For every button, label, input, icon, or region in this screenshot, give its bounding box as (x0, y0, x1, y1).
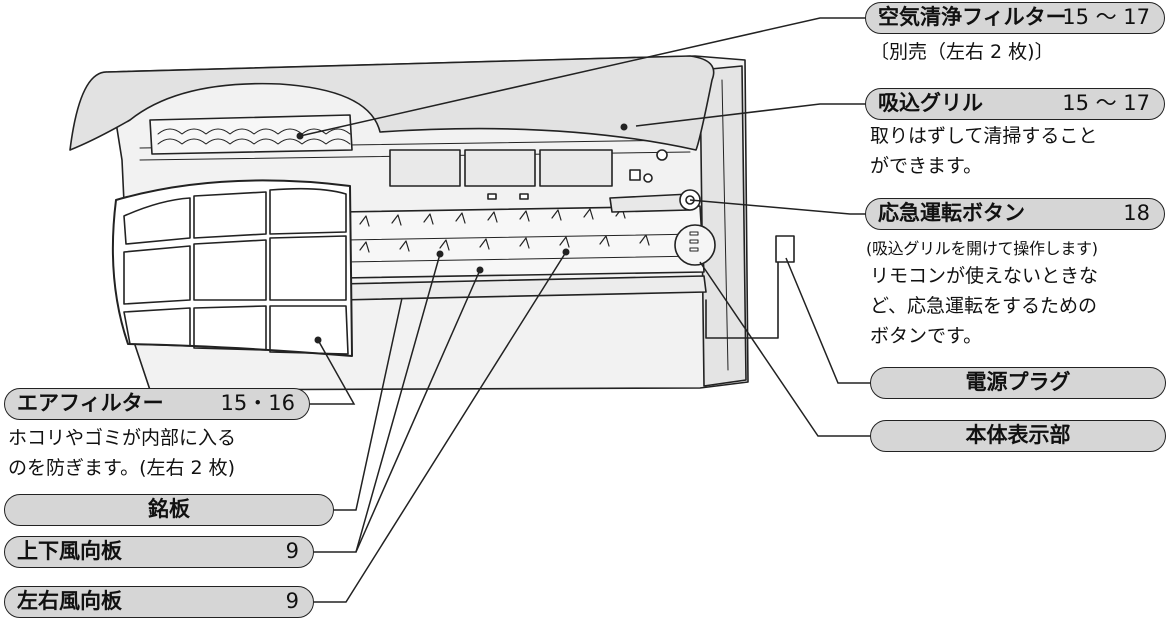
air-filter-desc-2: のを防ぎます。(左右 2 枚) (8, 457, 236, 479)
intake-grille-desc-1: 取りはずして清掃すること (870, 125, 1098, 147)
intake-grille-desc-2: ができます。 (870, 155, 983, 177)
intake-grille-shape (69, 55, 715, 151)
air-purify-filter-shape (149, 114, 353, 155)
label-display: 本体表示部 (870, 420, 1166, 452)
label-power-plug: 電源プラグ (870, 367, 1166, 399)
air-purify-filter-note: 〔別売（左右 2 枚)〕 (870, 41, 1054, 63)
air-filter-desc-1: ホコリやゴミが内部に入る (8, 427, 237, 449)
label-intake-grille: 吸込グリル 15 ～ 17 (865, 88, 1165, 120)
leader-air-filter (310, 339, 356, 405)
emergency-button-note: (吸込グリルを開けて操作します) (866, 239, 1098, 258)
leader-air-purify-filter (299, 17, 868, 137)
emergency-button-desc-2: ど、応急運転をするための (870, 295, 1098, 317)
label-vertical-louver: 上下風向板 9 (4, 536, 314, 568)
panel-slot-2 (464, 149, 536, 187)
emergency-button-desc-1: リモコンが使えないときな (870, 265, 1099, 287)
leader-vertical-louver-2 (355, 269, 481, 553)
power-plug-shape (775, 235, 795, 263)
leader-nameplate (334, 297, 403, 511)
panel-slot-1 (389, 149, 461, 187)
label-emergency-button: 応急運転ボタン 18 (865, 198, 1165, 230)
panel-slot-3 (539, 149, 613, 187)
leader-horizontal-louver (314, 251, 567, 603)
label-nameplate: 銘板 (4, 494, 334, 526)
display-shape (674, 224, 716, 266)
emergency-button-desc-3: ボタンです。 (870, 325, 983, 347)
label-air-filter: エアフィルター 15・16 (4, 388, 310, 420)
leader-power-plug (785, 257, 872, 384)
label-horizontal-louver: 左右風向板 9 (4, 586, 314, 618)
leader-emergency-button (689, 199, 868, 215)
leader-display (699, 261, 872, 437)
leader-intake-grille (635, 103, 868, 127)
label-air-purify-filter: 空気清浄フィルター 15 ～ 17 (865, 2, 1165, 34)
